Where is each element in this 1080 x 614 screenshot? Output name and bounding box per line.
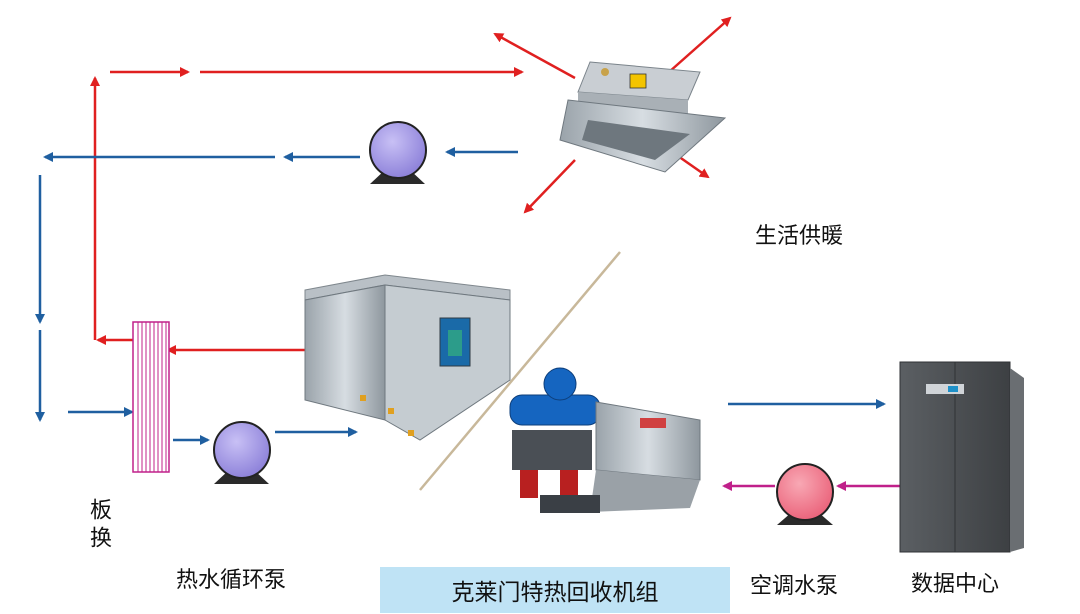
recovery-unit-caption: 克莱门特热回收机组 (380, 567, 730, 613)
pump-icon (776, 463, 834, 525)
fan-coil-icon (559, 61, 727, 173)
cold-return-lines (35, 147, 886, 445)
hot-water-pump-label: 热水循环泵 (176, 568, 287, 593)
plate-heat-exchanger-icon (132, 321, 170, 473)
pump-icon (213, 421, 271, 484)
water-chiller-icon (509, 367, 701, 513)
pump-icon (369, 121, 427, 184)
data-center-cabinet-icon (899, 361, 1024, 553)
divider-line (419, 251, 621, 491)
data-center-label: 数据中心 (911, 572, 1000, 597)
plate-heat-exchanger-label: 板换 (86, 498, 111, 554)
ac-water-pump-label: 空调水泵 (750, 574, 839, 599)
hot-supply-lines (90, 16, 732, 355)
heating-label: 生活供暖 (755, 224, 844, 249)
air-cooled-unit-icon (304, 274, 511, 441)
